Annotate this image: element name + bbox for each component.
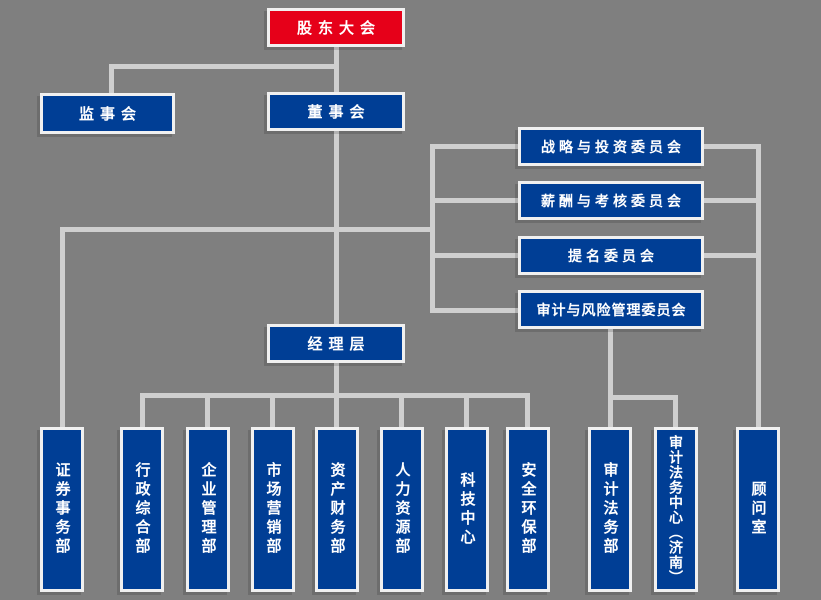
connector-supervisory-drop [109, 64, 114, 95]
node-label: 安全环保部 [519, 462, 537, 557]
connector-committee-left-spine [430, 144, 435, 313]
connector-dept-drop-4 [334, 393, 339, 428]
connector-branch-horizontal [60, 227, 435, 232]
node-dept-safety-environment: 安全环保部 [506, 427, 550, 592]
node-committee-audit-risk: 审计与风险管理委员会 [518, 290, 704, 329]
connector-committee1-right-stub [702, 144, 758, 149]
node-committee-remuneration-appraisal: 薪酬与考核委员会 [518, 181, 704, 220]
connector-dept-drop-5 [399, 393, 404, 428]
node-supervisory-board: 监事会 [40, 93, 175, 134]
node-label: 市场营销部 [264, 462, 282, 557]
node-committee-strategy-investment: 战略与投资委员会 [518, 127, 704, 166]
node-label: 董事会 [307, 104, 371, 121]
node-label: 经理层 [307, 336, 371, 353]
node-dept-audit-legal: 审计法务部 [588, 427, 632, 592]
node-label: 证券事务部 [53, 462, 71, 557]
node-dept-asset-finance: 资产财务部 [315, 427, 359, 592]
node-label: 资产财务部 [328, 462, 346, 557]
node-dept-marketing: 市场营销部 [251, 427, 295, 592]
connector-dept-drop-2 [205, 393, 210, 428]
connector-committee2-left-stub [430, 198, 520, 203]
node-label: 审计与风险管理委员会 [536, 301, 687, 318]
connector-top-horizontal [109, 64, 339, 69]
connector-committee2-right-stub [702, 198, 758, 203]
node-dept-securities-affairs: 证券事务部 [40, 427, 84, 592]
node-label: 监事会 [78, 106, 142, 123]
connector-committee1-left-stub [430, 144, 520, 149]
node-label: 顾问室 [749, 481, 767, 538]
node-dept-human-resources: 人力资源部 [380, 427, 424, 592]
node-label: 人力资源部 [393, 462, 411, 557]
connector-securities-drop [60, 227, 65, 428]
node-board-of-directors: 董事会 [267, 92, 405, 131]
connector-management-drop [334, 362, 339, 398]
connector-committee4-left-stub [430, 308, 520, 313]
node-label: 提名委员会 [568, 247, 658, 264]
connector-dept-drop-6 [464, 393, 469, 428]
connector-audit-committee-drop [608, 328, 613, 428]
node-label: 审计法务中心（济南） [668, 434, 684, 585]
connector-committee3-left-stub [430, 253, 520, 258]
node-dept-technology-center: 科技中心 [445, 427, 489, 592]
node-advisory-office: 顾问室 [736, 427, 780, 592]
node-label: 薪酬与考核委员会 [541, 192, 685, 209]
node-management-level: 经理层 [267, 324, 405, 363]
connector-right-spine [756, 144, 761, 428]
node-label: 科技中心 [458, 471, 476, 548]
node-label: 战略与投资委员会 [541, 138, 685, 155]
connector-audit-branch [608, 395, 678, 400]
connector-dept-drop-3 [270, 393, 275, 428]
connector-committee3-right-stub [702, 253, 758, 258]
node-label: 行政综合部 [133, 462, 151, 557]
connector-dept-drop-7 [525, 393, 530, 428]
node-dept-audit-legal-center-jinan: 审计法务中心（济南） [654, 427, 698, 592]
node-dept-enterprise-management: 企业管理部 [186, 427, 230, 592]
node-label: 审计法务部 [601, 462, 619, 557]
connector-jinan-drop [673, 395, 678, 428]
node-committee-nomination: 提名委员会 [518, 236, 704, 275]
node-label: 股东大会 [296, 20, 381, 37]
node-label: 企业管理部 [199, 462, 217, 557]
node-dept-administration: 行政综合部 [120, 427, 164, 592]
connector-dept-drop-1 [140, 393, 145, 428]
connector-root-to-board [334, 47, 339, 95]
node-shareholders-meeting: 股东大会 [267, 8, 405, 47]
